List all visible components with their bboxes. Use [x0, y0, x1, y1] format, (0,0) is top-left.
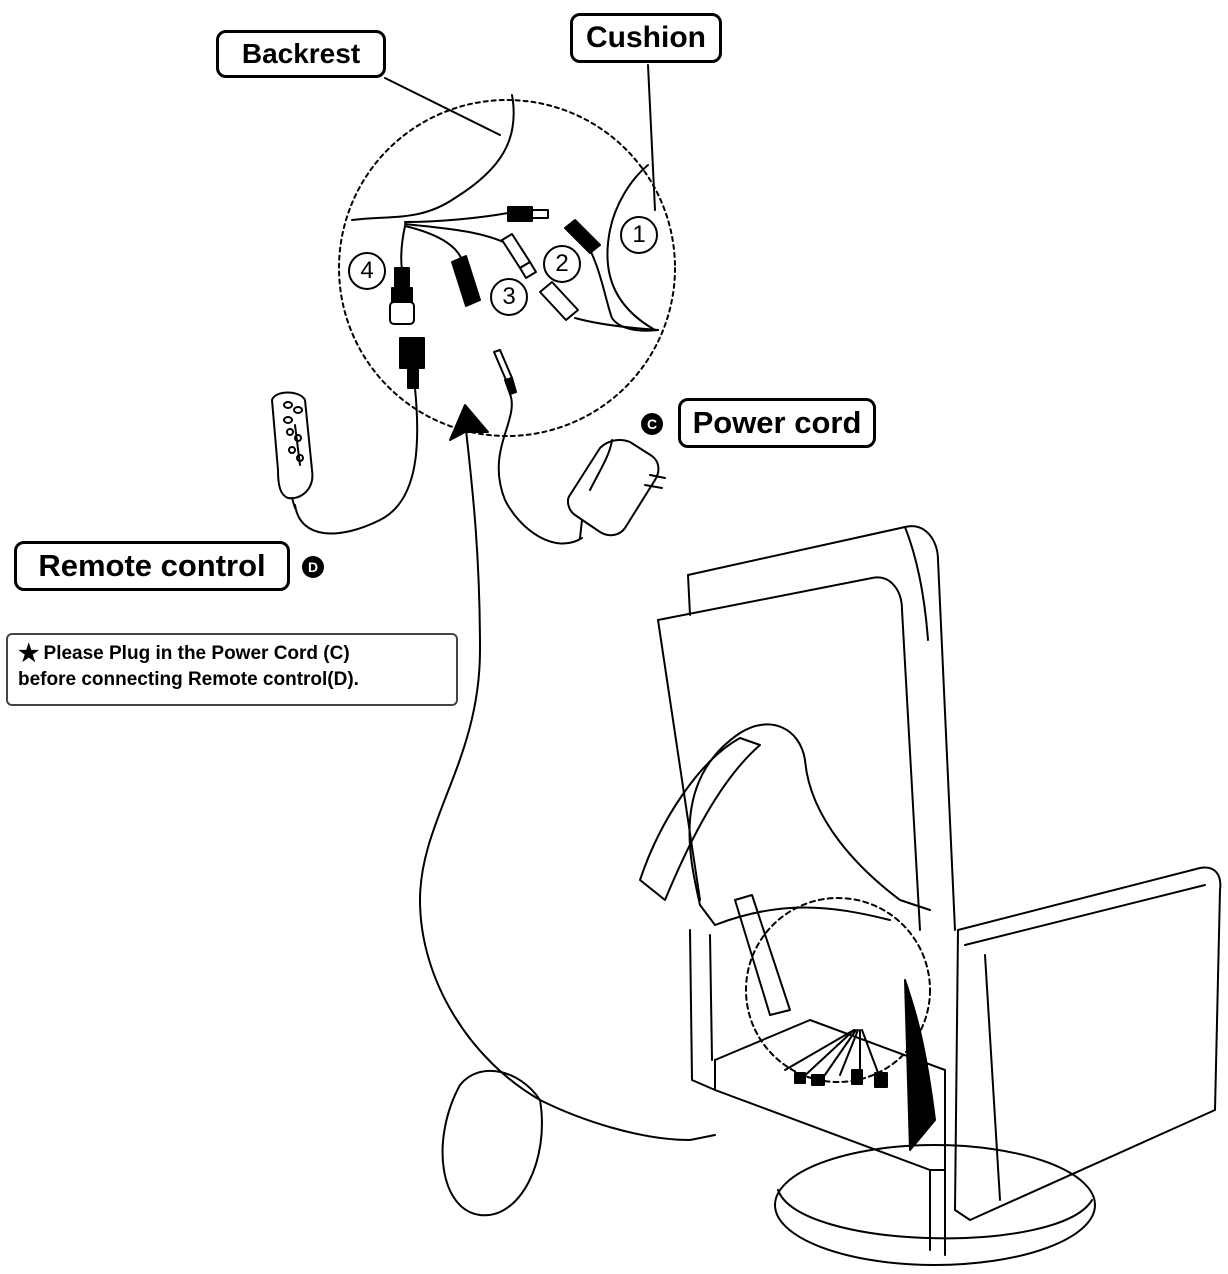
remote-control-device — [272, 388, 417, 534]
cushion-label: Cushion — [570, 13, 722, 63]
right-armrest — [955, 867, 1220, 1220]
connector-4-marker: 4 — [348, 252, 386, 290]
recliner-chair — [640, 526, 1220, 1265]
seat-flap — [690, 724, 930, 910]
remote-control-badge: D — [302, 556, 324, 578]
power-cord-badge: C — [641, 413, 663, 435]
detail-view — [339, 65, 675, 436]
backrest-label: Backrest — [216, 30, 386, 78]
left-armrest — [640, 738, 760, 900]
power-cord-label: Power cord — [678, 398, 876, 448]
connector-1-marker: 1 — [620, 216, 658, 254]
power-adapter — [499, 394, 665, 544]
swivel-base — [775, 1145, 1095, 1265]
note-line-2: before connecting Remote control(D). — [18, 667, 446, 693]
note-line-1: Please Plug in the Power Cord (C) — [44, 643, 350, 664]
remote-control-label: Remote control — [14, 541, 290, 591]
chair-back-frame — [688, 526, 955, 930]
connector-3-marker: 3 — [490, 278, 528, 316]
star-icon: ★ — [18, 640, 40, 667]
connector-2-marker: 2 — [543, 245, 581, 283]
routing-cable — [420, 405, 715, 1215]
instruction-note: ★Please Plug in the Power Cord (C) befor… — [6, 633, 458, 706]
